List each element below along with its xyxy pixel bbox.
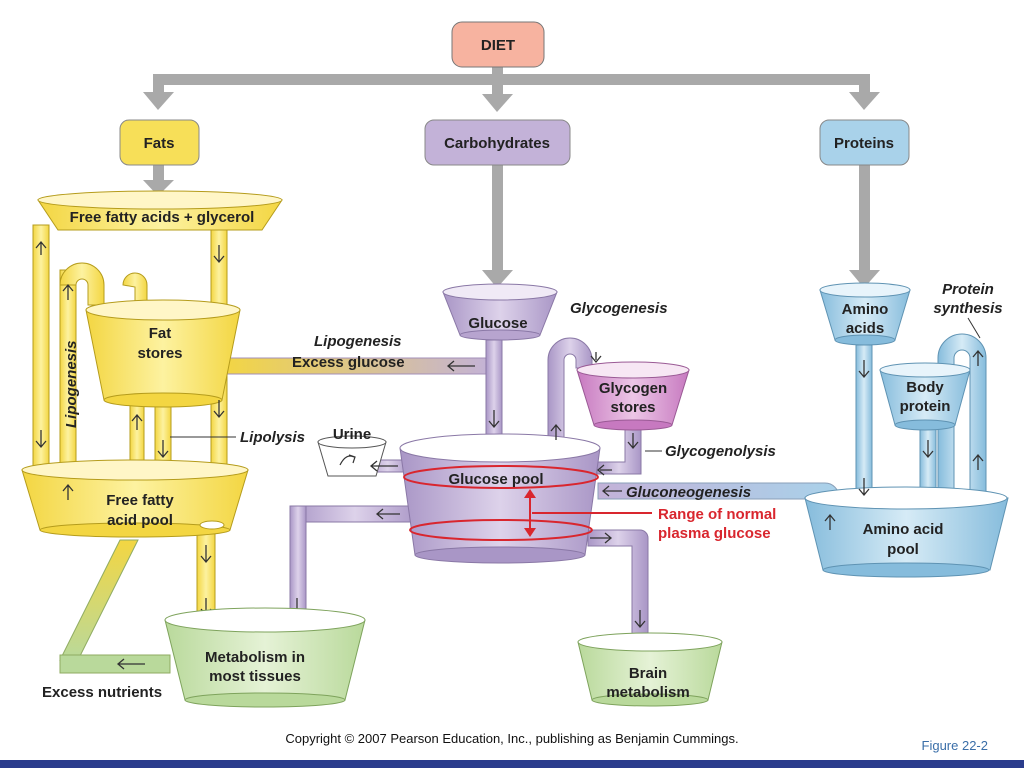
figure-number: Figure 22-2	[922, 738, 988, 753]
glycogenesis-label: Glycogenesis	[570, 300, 668, 317]
ffa-glycerol-label: Free fatty acids + glycerol	[70, 209, 255, 226]
amino-acids-label-1: Amino	[842, 301, 889, 318]
proteins-label: Proteins	[834, 135, 894, 152]
glucose-pool-label: Glucose pool	[448, 471, 543, 488]
excess-glucose-label: Excess glucose	[292, 354, 405, 371]
excess-nutrients-label: Excess nutrients	[42, 684, 162, 701]
range-indicator	[524, 489, 652, 537]
amino-pool-label-2: pool	[887, 541, 919, 558]
carb-flow-arrows	[291, 352, 646, 629]
glucose-pool-tank: Glucose pool	[399, 433, 601, 564]
diet-distribution-arrows	[143, 64, 880, 288]
urine-bowl: Urine	[317, 426, 387, 477]
lipogenesis-label: Lipogenesis	[314, 333, 402, 350]
amino-acids-label-2: acids	[846, 320, 884, 337]
normal-range-lower-line	[409, 519, 593, 541]
protein-synthesis-leader	[967, 317, 981, 339]
body-protein-label-2: protein	[900, 398, 951, 415]
glucose-bowl: Glucose	[442, 283, 558, 341]
lipolysis-label: Lipolysis	[240, 429, 305, 446]
amino-pool-label-1: Amino acid	[863, 521, 944, 538]
amino-acid-pool-tank: Amino acid pool	[804, 486, 1009, 578]
brain-label-2: metabolism	[606, 684, 689, 701]
protein-synthesis-label-1: Protein	[942, 281, 994, 298]
range-label-2: plasma glucose	[658, 525, 771, 542]
body-protein-bowl: Body protein	[879, 362, 971, 431]
glycogenolysis-label: Glycogenolysis	[665, 443, 776, 460]
lipogenesis-vertical-label: Lipogenesis	[63, 340, 80, 428]
glycogen-stores-bowl: Glycogen stores	[576, 361, 690, 431]
protein-flow-arrows	[824, 349, 984, 530]
metabolism-label-2: most tissues	[209, 668, 301, 685]
diet-label: DIET	[481, 37, 515, 54]
body-protein-label-1: Body	[906, 379, 944, 396]
metabolism-tissues-bowl: Metabolism in most tissues	[164, 607, 366, 708]
proteins-box: Proteins	[819, 119, 910, 166]
copyright-text: Copyright © 2007 Pearson Education, Inc.…	[285, 731, 738, 746]
glucose-label: Glucose	[468, 315, 527, 332]
glycogen-stores-label-2: stores	[610, 399, 655, 416]
fat-stores-label-2: stores	[137, 345, 182, 362]
brain-label-1: Brain	[629, 665, 667, 682]
diet-box: DIET	[451, 21, 545, 68]
glycogen-stores-label-1: Glycogen	[599, 380, 667, 397]
metabolism-label-1: Metabolism in	[205, 649, 305, 666]
ffa-pool-label-2: acid pool	[107, 512, 173, 529]
ffa-pool-label-1: Free fatty	[106, 492, 174, 509]
fat-stores-label-1: Fat	[149, 325, 172, 342]
amino-acids-bowl: Amino acids	[819, 282, 911, 346]
ffa-glycerol-bowl: Free fatty acids + glycerol	[37, 190, 283, 231]
fat-stores-tank: Fat stores	[85, 299, 241, 408]
fats-label: Fats	[144, 135, 175, 152]
footer-bar	[0, 760, 1024, 768]
range-label-1: Range of normal	[658, 506, 776, 523]
fats-box: Fats	[119, 119, 200, 166]
carb-pipes	[289, 337, 840, 641]
carbohydrates-label: Carbohydrates	[444, 135, 550, 152]
carbohydrates-box: Carbohydrates	[424, 119, 571, 166]
gluconeogenesis-label: Gluconeogenesis	[626, 484, 751, 501]
urine-label: Urine	[333, 426, 371, 443]
protein-synthesis-label-2: synthesis	[933, 300, 1002, 317]
ffa-pool-tank: Free fatty acid pool	[21, 459, 249, 538]
normal-range-upper-line	[403, 465, 599, 489]
brain-metabolism-bowl: Brain metabolism	[577, 632, 723, 707]
